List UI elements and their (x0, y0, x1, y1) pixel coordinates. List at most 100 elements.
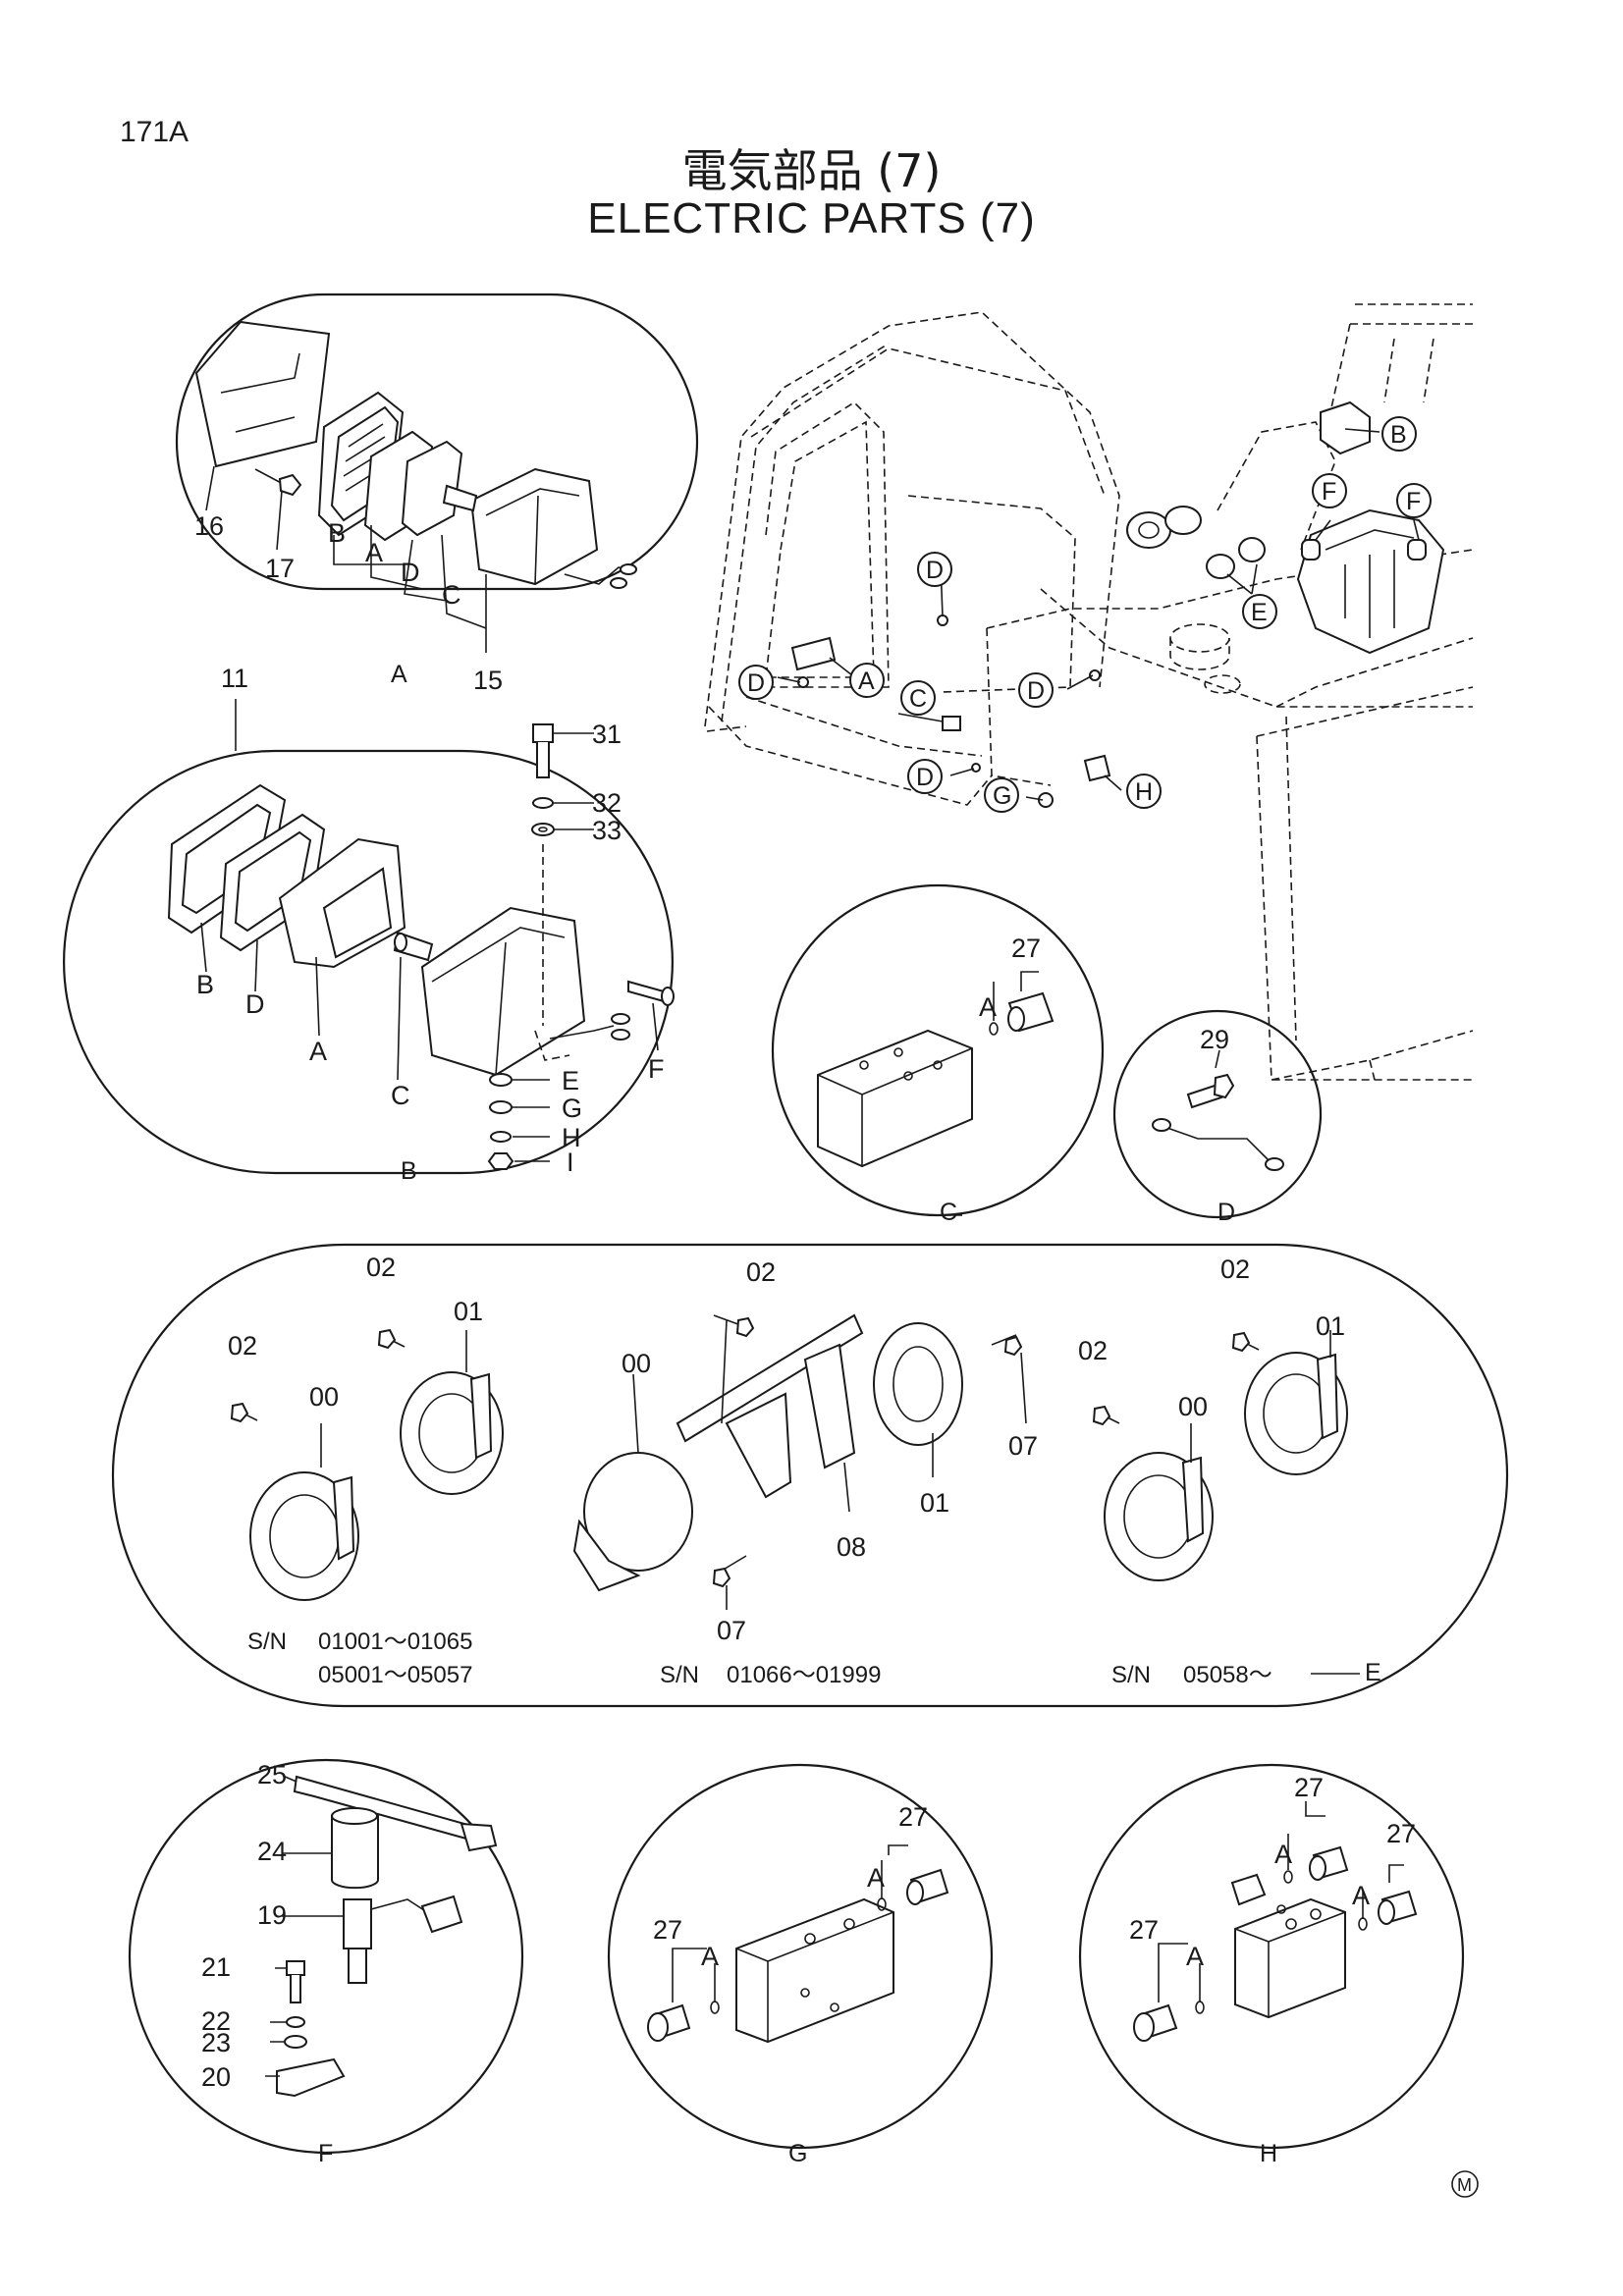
pressure-switch (343, 1898, 372, 1949)
boom (1329, 303, 1473, 413)
pressure-switch (1407, 539, 1427, 561)
part-label: 17 (265, 554, 295, 583)
cable-tie (293, 1775, 493, 1847)
callout-d (738, 665, 774, 700)
part-label: 01 (454, 1297, 483, 1326)
trademark-circle (1451, 2170, 1479, 2198)
part-label: 11 (221, 664, 248, 693)
detail-b-caption: B (401, 1157, 417, 1185)
horn-bracket (676, 1313, 864, 1443)
lamp-position-a (790, 636, 837, 671)
bolt-head (532, 723, 554, 743)
part-label: C (391, 1081, 410, 1110)
callout-c (900, 680, 936, 716)
valve-block (735, 1897, 894, 2044)
switch-wire (370, 1898, 431, 1915)
detail-e-outline (111, 1243, 1509, 1708)
part-label: 27 (1011, 934, 1041, 963)
detail-c-caption: C (940, 1199, 957, 1226)
lamp-bracket (194, 320, 331, 468)
serial-range: 05001～05057 (318, 1662, 472, 1688)
part-label: 15 (473, 666, 503, 695)
washer-g (489, 1100, 513, 1114)
serial-prefix: S/N (660, 1662, 699, 1688)
tank-cap (1169, 623, 1230, 653)
title-english: ELECTRIC PARTS (7) (587, 194, 1036, 242)
callout-label: B (1390, 421, 1407, 449)
washer-h (490, 1131, 512, 1143)
work-lamp-body (469, 467, 599, 586)
part-label: B (328, 518, 346, 548)
part-label: E (562, 1066, 579, 1095)
cab-window (907, 495, 1076, 693)
callout-label: E (1251, 599, 1268, 626)
part-label: 02 (228, 1331, 257, 1361)
detail-e: 02 02 00 01 S/N 01001～01065 05001～05057 … (111, 1243, 1509, 1708)
lamp-position-b (1320, 400, 1371, 455)
callout-f (1396, 483, 1432, 518)
detail-a-outline (175, 293, 699, 591)
excavator-machine: B F F E D A D C D D G H (704, 303, 1474, 1081)
detail-b: 11 (62, 664, 675, 1185)
part-label: 01 (920, 1488, 949, 1518)
bracket (276, 2057, 346, 2098)
detail-f-caption: F (318, 2140, 333, 2167)
part-label: 29 (1200, 1025, 1229, 1054)
part-label: F (648, 1054, 665, 1084)
detail-h: 27 A 27 A 27 A H (1078, 1763, 1465, 2167)
detail-f: 25 24 19 21 22 23 20 F (128, 1758, 524, 2167)
detail-a-caption: A (391, 661, 407, 688)
callout-h (1126, 774, 1162, 809)
part-label: A (309, 1037, 327, 1066)
lamp-body (420, 906, 586, 1077)
part-label: 00 (622, 1349, 651, 1378)
serial-range: 01001～01065 (318, 1629, 472, 1655)
callout-d (907, 759, 943, 794)
callout-d (917, 552, 952, 587)
part-label: A (1274, 1840, 1292, 1869)
horn-group-2: 02 00 07 01 08 07 S/N 01066～01999 (572, 1257, 1038, 1688)
callout-label: F (1322, 478, 1336, 506)
part-label: 08 (837, 1532, 866, 1562)
part-label: 02 (1078, 1336, 1108, 1365)
part-label: 21 (201, 1952, 231, 1982)
detail-d-outline (1112, 1009, 1323, 1219)
valve-block (1234, 1897, 1346, 2019)
cab-outline (704, 311, 1120, 727)
part-label: A (365, 538, 383, 567)
part-label: 27 (1294, 1773, 1324, 1802)
callout-label: F (1406, 488, 1421, 515)
part-label: D (245, 989, 265, 1019)
part-label: 02 (366, 1253, 396, 1282)
detail-a: 16 17 B A D C 15 A (175, 293, 699, 695)
horn-position (1206, 554, 1235, 579)
detail-h-outline (1078, 1763, 1465, 2150)
horn-group-1: 02 02 00 01 S/N 01001～01065 05001～05057 (228, 1253, 504, 1688)
callout-a (849, 663, 885, 698)
horn-group-3: 02 02 00 01 S/N 05058～ (1078, 1255, 1348, 1688)
pressure-switch (1301, 539, 1321, 561)
callout-b (1381, 416, 1417, 452)
part-label: 27 (1129, 1915, 1159, 1945)
horn-stay (803, 1343, 856, 1469)
part-label: 24 (257, 1837, 287, 1866)
part-label: H (562, 1123, 581, 1152)
part-label: 32 (592, 788, 622, 818)
part-label: 02 (746, 1257, 776, 1287)
horn-position (1238, 537, 1266, 562)
part-label: A (701, 1942, 719, 1971)
callout-label: D (1027, 677, 1045, 705)
part-label: 01 (1316, 1311, 1345, 1341)
part-label: B (196, 970, 214, 999)
detail-e-caption: E (1365, 1659, 1381, 1686)
callout-label: G (993, 782, 1011, 810)
part-label: 31 (592, 720, 622, 749)
callout-label: A (858, 667, 875, 695)
serial-range: 01066～01999 (727, 1662, 881, 1688)
part-label: A (979, 992, 997, 1022)
part-label: 00 (309, 1382, 339, 1412)
trademark-letter: M (1457, 2175, 1472, 2195)
detail-g: 27 A 27 A G (607, 1763, 994, 2167)
callout-label: D (926, 557, 944, 584)
